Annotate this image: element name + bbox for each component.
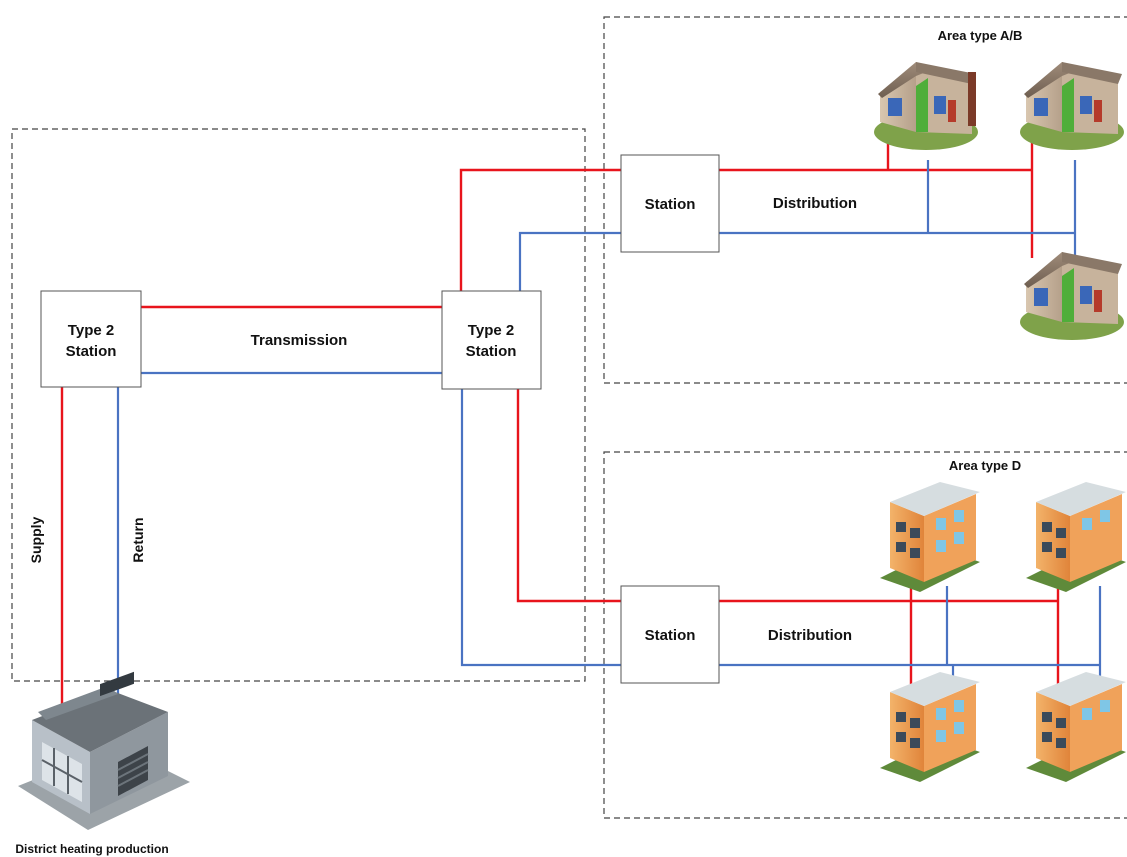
area-ab-title: Area type A/B xyxy=(938,28,1023,43)
production-label: District heating production xyxy=(15,842,168,856)
type2-station-left: Type 2 Station xyxy=(40,290,142,388)
apartment-building-icon xyxy=(880,482,980,592)
transmission-region xyxy=(11,128,586,682)
distribution-ab-label: Distribution xyxy=(773,195,857,212)
house-icon xyxy=(874,62,978,150)
type2-left-line2: Station xyxy=(66,343,117,360)
house-icon xyxy=(1020,252,1124,340)
apartment-building-icon xyxy=(880,672,980,782)
supply-pipes xyxy=(60,130,1060,705)
type2-right-line2: Station xyxy=(466,343,517,360)
station-d-label: Station xyxy=(645,627,696,644)
return-pipes xyxy=(116,160,1102,725)
type2-left-line1: Type 2 xyxy=(68,322,114,339)
type2-station-right: Type 2 Station xyxy=(441,290,542,390)
area-d-region xyxy=(603,451,1127,819)
heating-plant-icon xyxy=(18,671,190,830)
area-ab-region xyxy=(603,16,1127,384)
station-ab-label: Station xyxy=(645,196,696,213)
type2-right-line1: Type 2 xyxy=(468,322,514,339)
apartment-building-icon xyxy=(1026,672,1126,782)
house-icon xyxy=(1020,62,1124,150)
station-d: Station xyxy=(620,585,720,684)
supply-label: Supply xyxy=(28,516,44,563)
area-d-title: Area type D xyxy=(949,458,1021,473)
transmission-label: Transmission xyxy=(251,332,348,349)
apartment-building-icon xyxy=(1026,482,1126,592)
return-label: Return xyxy=(130,517,146,562)
distribution-d-label: Distribution xyxy=(768,627,852,644)
station-ab: Station xyxy=(620,154,720,253)
